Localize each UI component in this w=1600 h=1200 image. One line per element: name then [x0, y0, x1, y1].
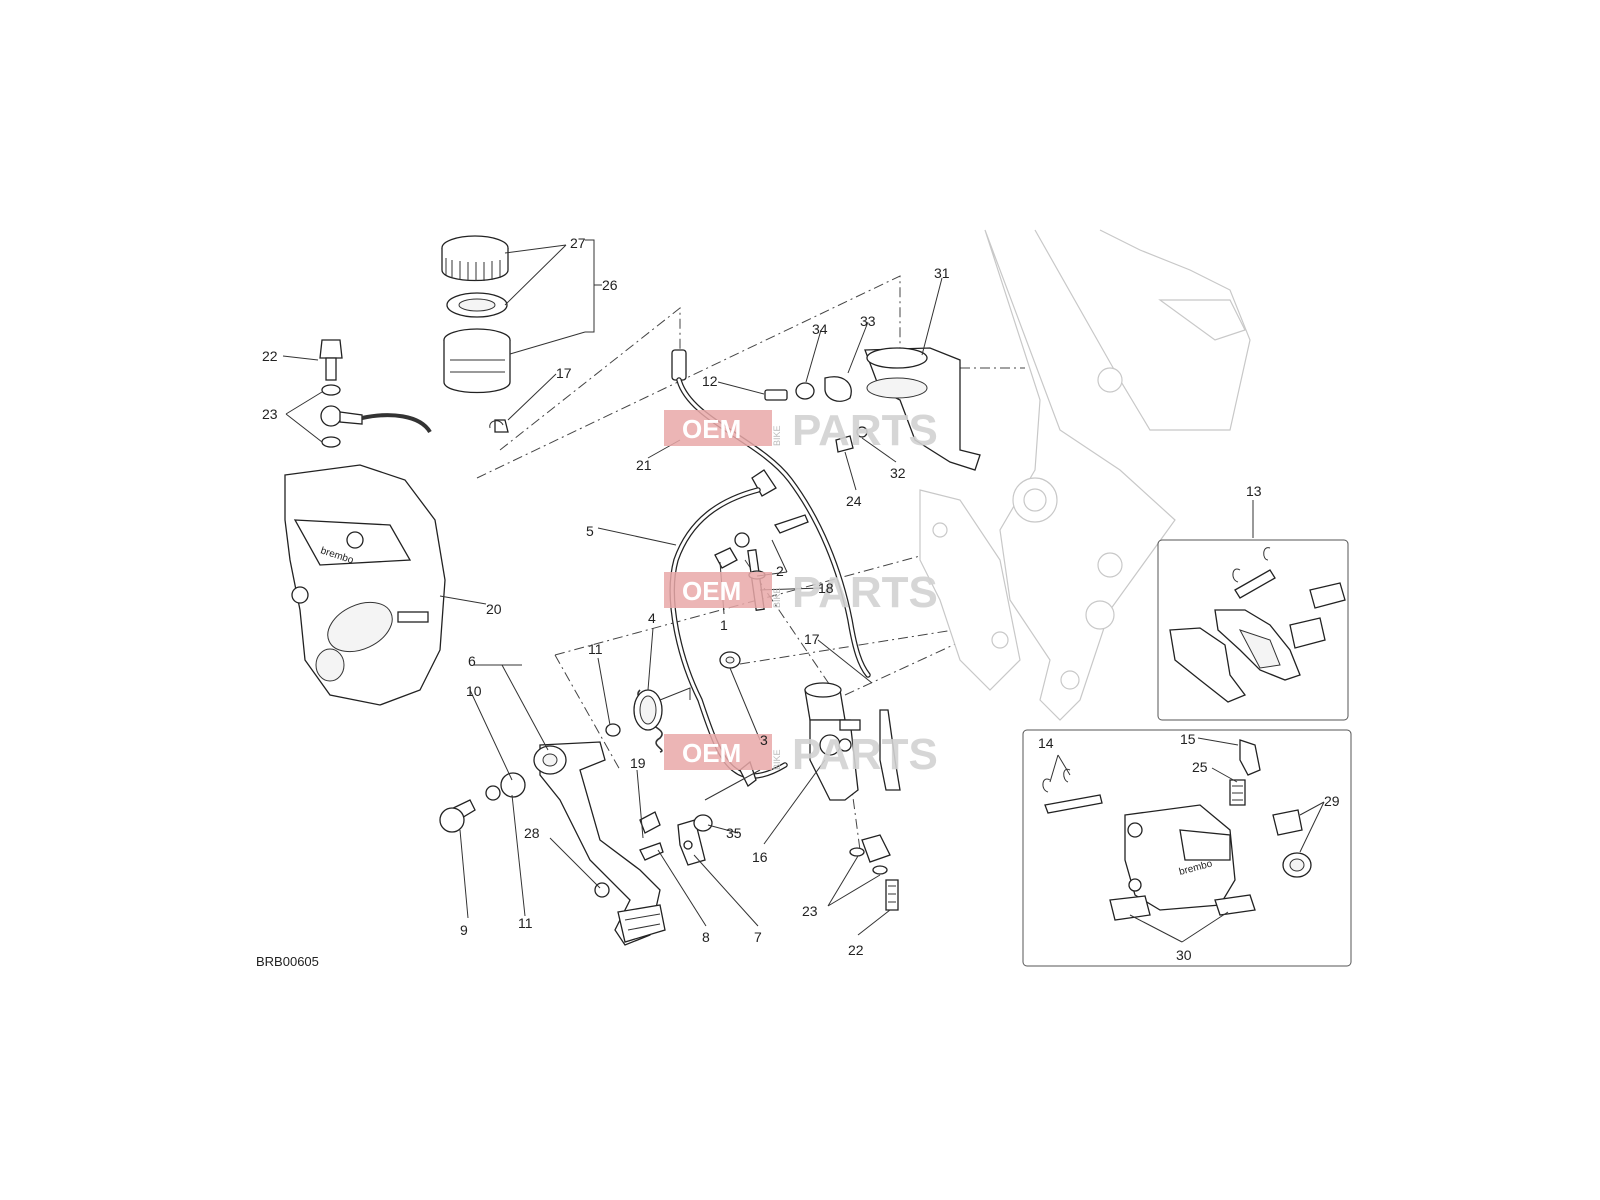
callout-2[interactable]: 2	[776, 563, 784, 579]
callout-4[interactable]: 4	[648, 610, 656, 626]
callout-33[interactable]: 33	[860, 313, 876, 329]
diagram-code: BRB00605	[256, 954, 319, 969]
callout-18[interactable]: 18	[818, 580, 834, 596]
callout-8[interactable]: 8	[702, 929, 710, 945]
callout-15[interactable]: 15	[1180, 731, 1196, 747]
callout-11[interactable]: 11	[518, 915, 533, 931]
callout-27[interactable]: 27	[570, 235, 586, 251]
callout-1[interactable]: 1	[720, 617, 728, 633]
callout-21[interactable]: 21	[636, 457, 652, 473]
callout-7[interactable]: 7	[754, 929, 762, 945]
watermark-brand: OEM	[682, 738, 741, 768]
mounting-bolts	[714, 514, 809, 669]
callout-34[interactable]: 34	[812, 321, 828, 337]
watermark: OEM BIKE PARTS OEM BIKE PARTS OEM BIKE P…	[664, 406, 938, 779]
callout-24[interactable]: 24	[846, 493, 862, 509]
callout-29[interactable]: 29	[1324, 793, 1340, 809]
callout-17[interactable]: 17	[804, 631, 820, 647]
rear-frame-outline	[919, 229, 1251, 721]
callout-9[interactable]: 9	[460, 922, 468, 938]
return-spring	[605, 687, 691, 753]
callout-20[interactable]: 20	[486, 601, 502, 617]
callout-26[interactable]: 26	[602, 277, 618, 293]
callout-14[interactable]: 14	[1038, 735, 1054, 751]
brake-pedal-lever	[439, 741, 666, 946]
callout-labels: 27 26 17 22 23 20 31 33 34 12 32 24 21 5…	[256, 235, 1340, 969]
watermark-suffix: PARTS	[792, 406, 938, 455]
caliper-banjo-bolt	[319, 339, 432, 448]
callout-23[interactable]: 23	[802, 903, 818, 919]
caliper-repair-kit-panel: brembo	[1022, 729, 1352, 967]
callout-17[interactable]: 17	[556, 365, 572, 381]
callout-31[interactable]: 31	[934, 265, 950, 281]
callout-11[interactable]: 11	[588, 641, 603, 657]
watermark-sub: BIKE	[772, 749, 782, 770]
watermark-sub: BIKE	[772, 425, 782, 446]
reservoir-bracket	[764, 347, 981, 471]
watermark-suffix: PARTS	[792, 568, 938, 617]
brake-line-hose	[669, 469, 788, 787]
callout-19[interactable]: 19	[630, 755, 646, 771]
callout-22[interactable]: 22	[262, 348, 278, 364]
callout-23[interactable]: 23	[262, 406, 278, 422]
pushrod-clevis	[639, 769, 761, 866]
master-cylinder-banjo	[849, 834, 899, 911]
callout-32[interactable]: 32	[890, 465, 906, 481]
callout-3[interactable]: 3	[760, 732, 768, 748]
callout-25[interactable]: 25	[1192, 759, 1208, 775]
rear-master-cylinder	[804, 682, 901, 801]
callout-16[interactable]: 16	[752, 849, 768, 865]
watermark-brand: OEM	[682, 576, 741, 606]
watermark-suffix: PARTS	[792, 730, 938, 779]
callout-13[interactable]: 13	[1246, 483, 1262, 499]
callout-12[interactable]: 12	[702, 373, 718, 389]
callout-10[interactable]: 10	[466, 683, 482, 699]
brake-fluid-reservoir	[441, 235, 511, 433]
callout-35[interactable]: 35	[726, 825, 742, 841]
watermark-sub: BIKE	[772, 587, 782, 608]
rear-brake-caliper: brembo	[284, 464, 446, 706]
callout-28[interactable]: 28	[524, 825, 540, 841]
callout-6[interactable]: 6	[468, 653, 476, 669]
callout-22[interactable]: 22	[848, 942, 864, 958]
watermark-brand: OEM	[682, 414, 741, 444]
callout-30[interactable]: 30	[1176, 947, 1192, 963]
brake-pad-kit-panel	[1157, 539, 1349, 721]
callout-5[interactable]: 5	[586, 523, 594, 539]
